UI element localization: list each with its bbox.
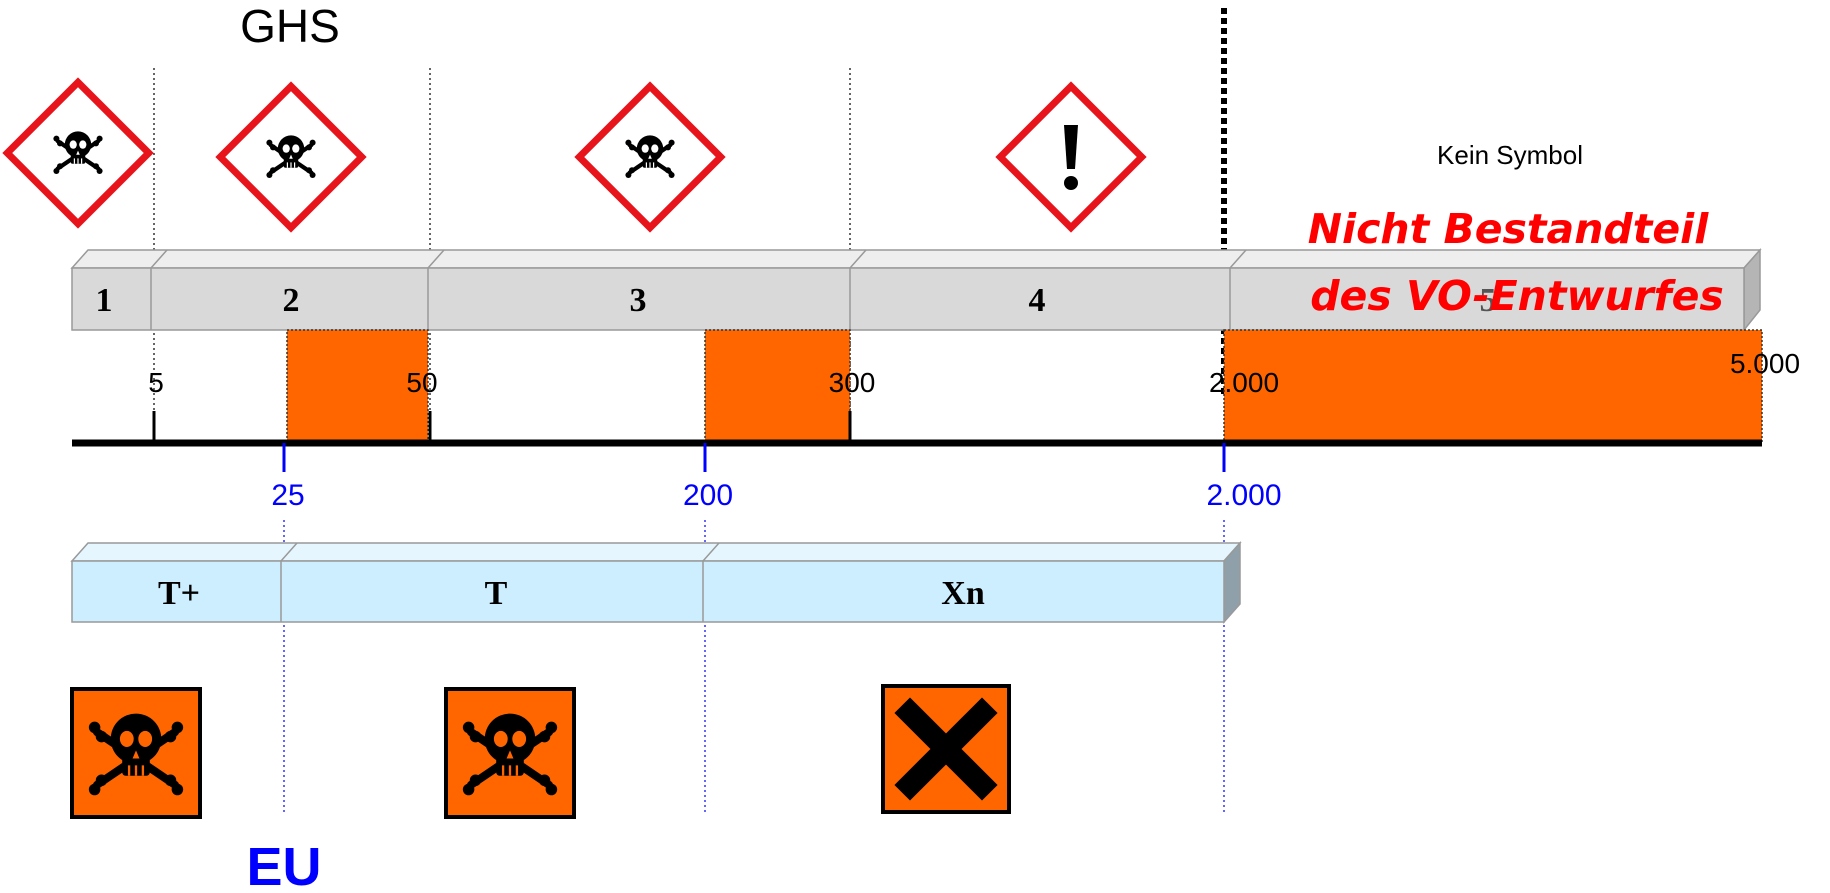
eu-category-tplus: T+: [158, 575, 200, 612]
eu-pictogram-skull-t: [444, 687, 576, 819]
eu-separators: [283, 520, 1225, 815]
ghs-pictogram-skull-1: [2, 77, 154, 229]
ghs-tick-50: 50: [406, 367, 437, 398]
eu-pictogram-skull-tplus: [70, 687, 202, 819]
eu-category-bar: [70, 541, 1242, 624]
eu-tick-2000: 2.000: [1206, 479, 1281, 512]
ghs-category-2: 2: [283, 282, 300, 319]
ghs-pictogram-skull-3: [574, 81, 726, 233]
eu-pictogram-cross-xn: [881, 684, 1011, 814]
eu-tick-25: 25: [271, 479, 304, 512]
ghs-pictogram-exclamation: [995, 81, 1147, 233]
note-line-1: Nicht Bestandteil: [1308, 205, 1709, 253]
eu-tick-200: 200: [683, 479, 733, 512]
ghs-category-5: 5: [1480, 282, 1497, 319]
ghs-category-4: 4: [1029, 282, 1046, 319]
ghs-title: GHS: [240, 0, 340, 52]
difference-regions: [286, 329, 1763, 444]
ghs-tick-2000: 2.000: [1209, 367, 1279, 398]
eu-category-t: T: [485, 575, 508, 612]
ghs-tick-5000: 5.000: [1730, 348, 1800, 379]
no-symbol-label: Kein Symbol: [1437, 140, 1583, 170]
ghs-category-bar: [70, 248, 1762, 333]
difference-region-2: [704, 329, 851, 444]
ghs-pictogram-skull-2: [215, 81, 367, 233]
difference-region-1: [286, 329, 429, 444]
note-line-2: des VO-Entwurfes: [1310, 272, 1724, 320]
ghs-tick-5: 5: [148, 367, 164, 398]
difference-region-3: [1223, 329, 1763, 444]
eu-title: EU: [246, 837, 321, 893]
ghs-tick-300: 300: [829, 367, 876, 398]
eu-axis-ticks: [282, 443, 1226, 472]
ghs-category-1: 1: [96, 282, 113, 319]
ghs-category-3: 3: [630, 282, 647, 319]
eu-category-xn: Xn: [941, 575, 985, 612]
ghs-axis-ticks: [152, 411, 852, 443]
